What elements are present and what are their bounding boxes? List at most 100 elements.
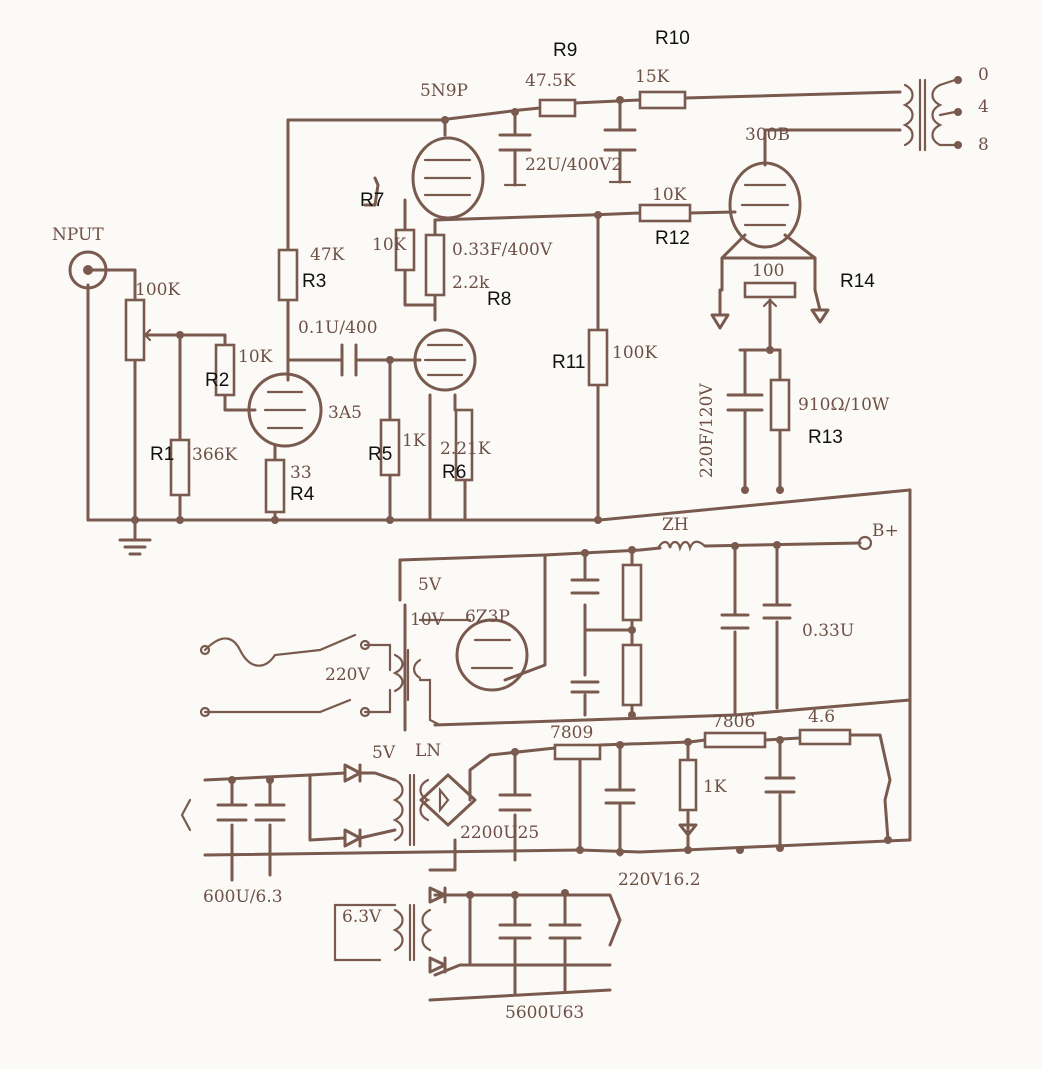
designator-r11: R11 [552, 352, 585, 373]
r7-body [394, 228, 416, 272]
ground-arrow-icon [810, 308, 830, 324]
reg-7806-body [703, 731, 767, 749]
r2-value: 10K [238, 347, 273, 367]
reg-7809-label: 7809 [550, 723, 593, 743]
designator-r5: R5 [368, 444, 392, 465]
component-values: NPUT 100K 366K 10K 47K 33 1K 2.21K 10K 2… [52, 65, 989, 1023]
cathode-capacitor-icon [726, 393, 764, 412]
r14-value: 100 [752, 261, 784, 281]
r14-body [743, 281, 797, 299]
heater-transformer-icon [392, 903, 433, 962]
tube-300b-label: 300B [745, 125, 790, 145]
ln-label: LN [415, 741, 441, 761]
tube-6z3p-label: 6Z3P [465, 607, 510, 627]
r-1k-psu-label: 1K [703, 777, 727, 797]
heater-5v-label: 5V [418, 575, 442, 595]
r8-value: 2.2k [452, 273, 490, 293]
bridge-rectifier-icon [419, 773, 477, 827]
sv-label: 5V [372, 743, 396, 763]
b-plus-terminal-icon [857, 535, 873, 551]
r4-body [264, 458, 286, 514]
reg-7806-label: 7806 [712, 712, 755, 732]
filter-capacitor-icon [498, 128, 637, 187]
junction-dots [131, 96, 892, 899]
ground-icon [118, 518, 152, 556]
output-arrow-icon [180, 798, 192, 832]
coupling-cap-value: 0.1U/400 [298, 318, 378, 338]
designator-r8: R8 [487, 289, 511, 310]
choke-icon [656, 540, 707, 552]
psu-voltage-label: 220V16.2 [618, 870, 701, 890]
cap-600-value: 600U/6.3 [203, 887, 283, 907]
output-4-label: 4 [978, 97, 989, 117]
r2-body [214, 343, 236, 397]
tube-3a5-icon [247, 372, 323, 450]
amp-wiring [86, 90, 912, 522]
r12-body [638, 203, 692, 223]
designator-r12: R12 [655, 228, 690, 249]
mains-transformer-icon [392, 648, 422, 702]
r1-body [169, 438, 191, 497]
mains-voltage-label: 220V [325, 665, 370, 685]
r9-body [538, 98, 577, 118]
designator-r4: R4 [290, 484, 315, 505]
tube-second-stage-icon [413, 328, 477, 392]
r8-body [424, 233, 446, 297]
r10-body [638, 90, 687, 110]
choke-label: ZH [662, 515, 689, 535]
output-0-label: 0 [978, 65, 989, 85]
designator-r7: R7 [360, 190, 384, 211]
cap-22u-value: 22U/400V2 [525, 155, 622, 175]
heater-63v-label: 6.3V [342, 907, 382, 927]
r10-value: 15K [635, 67, 670, 87]
r11-body [587, 328, 609, 387]
switch-contact-icon [359, 639, 371, 651]
r13-value: 910Ω/10W [798, 395, 890, 415]
r9-value: 47.5K [525, 71, 576, 91]
cap-033u-value: 0.33U [802, 621, 854, 641]
mains-terminal-icon [199, 706, 211, 718]
tube-300b-icon [728, 161, 802, 249]
switch-contact-icon [359, 706, 371, 718]
designators: R1 R2 R3 R4 R5 R6 R7 R8 R9 R10 R11 R12 R… [150, 28, 875, 505]
output-8-label: 8 [978, 135, 989, 155]
designator-r14: R14 [840, 271, 875, 292]
r-46-label: 4.6 [808, 707, 835, 727]
tube-5n9p-icon [411, 136, 485, 220]
r3-value: 47K [310, 245, 345, 265]
designator-r10: R10 [655, 28, 690, 49]
r12-value: 10K [652, 185, 687, 205]
cap-220f-value: 220F/120V [697, 383, 717, 478]
r1-value: 366K [192, 445, 237, 465]
psu-resistor-body [621, 563, 643, 622]
cap-2200-value: 2200U25 [460, 823, 539, 843]
r13-body [769, 378, 791, 432]
tube-3a5-label: 3A5 [328, 403, 362, 423]
r11-value: 100K [612, 343, 657, 363]
tube-5n9p-label: 5N9P [420, 81, 468, 101]
designator-r3: R3 [302, 271, 326, 292]
mains-terminal-icon [199, 644, 211, 656]
designator-r1: R1 [150, 444, 174, 465]
output-transformer-icon [902, 76, 962, 152]
led-icon [678, 823, 698, 837]
designator-r9: R9 [553, 40, 577, 61]
r7-bracket-icon [363, 176, 380, 207]
r-46-body [798, 728, 852, 746]
b-plus-label: B+ [872, 521, 899, 541]
designator-r2: R2 [205, 370, 229, 391]
r5-body [379, 418, 401, 477]
diode-icon [343, 763, 447, 974]
r3-body [277, 248, 299, 302]
cap-033f-value: 0.33F/400V [452, 240, 553, 260]
r-1k-psu-body [678, 758, 698, 812]
r5-value: 1K [402, 431, 426, 451]
heater-10v-label: 10V [410, 610, 445, 630]
psu-resistor-body [621, 643, 643, 707]
input-jack-icon [68, 250, 108, 290]
psu-capacitors-icon [216, 578, 796, 940]
designator-r13: R13 [808, 427, 843, 448]
input-label: NPUT [52, 225, 104, 245]
r6-value: 2.21K [440, 439, 491, 459]
